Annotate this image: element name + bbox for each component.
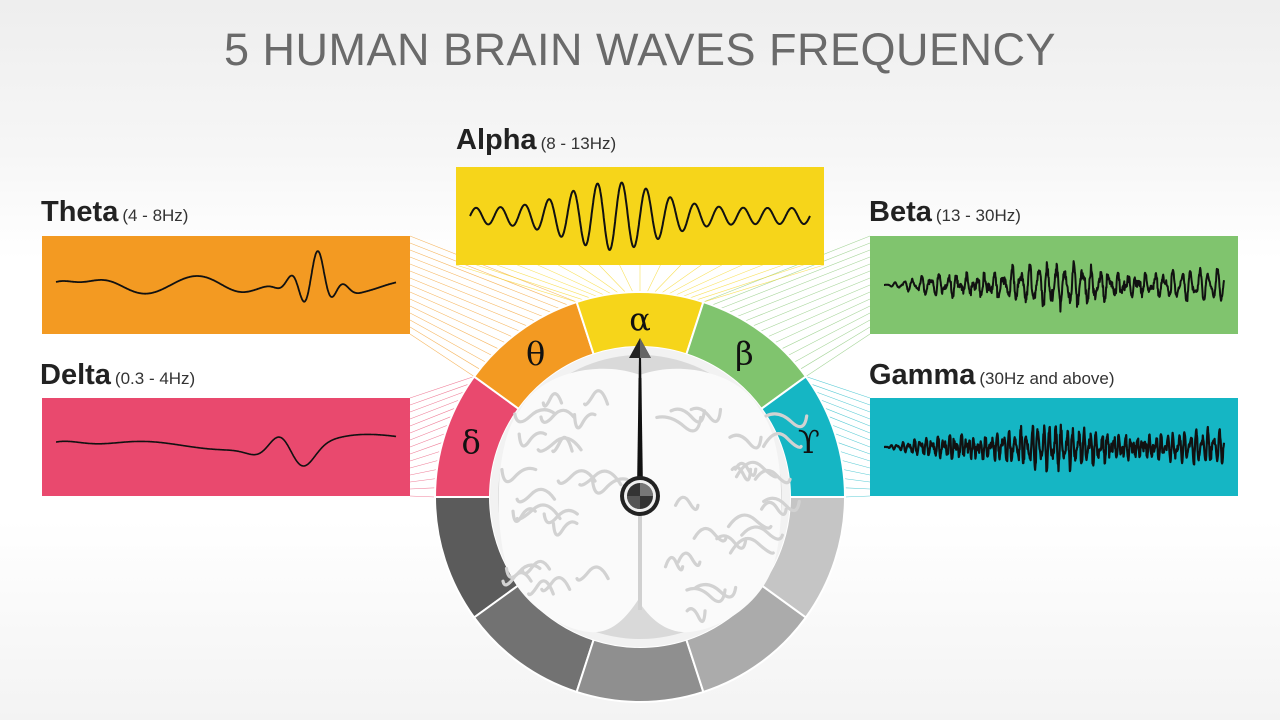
gray-segment <box>685 583 808 694</box>
beta-segment <box>685 300 808 411</box>
beta-label: Beta(13 - 30Hz) <box>869 196 1021 229</box>
beta-waveform <box>883 260 1225 313</box>
delta-range: (0.3 - 4Hz) <box>114 369 196 388</box>
theta-wave-box <box>42 236 410 334</box>
brain-background <box>498 355 782 639</box>
theta-label: Theta(4 - 8Hz) <box>41 196 188 229</box>
theta-symbol: θ <box>526 334 545 372</box>
brain-icon <box>498 368 809 633</box>
gamma-waveform <box>883 423 1226 473</box>
alpha-range: (8 - 13Hz) <box>540 134 617 153</box>
connector-lines <box>409 235 871 498</box>
theta-range: (4 - 8Hz) <box>122 206 189 225</box>
delta-name: Delta <box>40 359 111 391</box>
delta-wave-box <box>42 398 410 496</box>
alpha-waveform <box>469 181 811 251</box>
alpha-symbol: α <box>629 301 651 339</box>
delta-symbol: δ <box>462 423 481 461</box>
theta-waveform <box>55 250 397 303</box>
gray-segment <box>433 496 521 619</box>
gray-segment <box>575 638 705 703</box>
gamma-range: (30Hz and above) <box>979 369 1115 388</box>
gamma-name: Gamma <box>869 359 976 391</box>
gamma-label: Gamma(30Hz and above) <box>869 359 1115 392</box>
theta-segment <box>472 300 595 411</box>
alpha-wave-box <box>456 167 824 265</box>
beta-name: Beta <box>869 196 932 228</box>
gamma-segment <box>759 375 847 498</box>
inner-ring <box>490 347 790 647</box>
gamma-symbol: ϒ <box>798 423 820 461</box>
needle-shaft <box>637 355 643 490</box>
beta-wave-box <box>870 236 1238 334</box>
page-title: 5 HUMAN BRAIN WAVES FREQUENCY <box>223 24 1057 75</box>
dial-ring: δ θ α βϒ <box>433 291 847 703</box>
delta-label: Delta(0.3 - 4Hz) <box>40 359 195 392</box>
brain-shape <box>498 368 782 633</box>
gamma-wave-box <box>870 398 1238 496</box>
needle-hub <box>620 476 660 516</box>
theta-name: Theta <box>41 196 119 228</box>
needle-arrow-icon <box>629 338 651 358</box>
gray-segment <box>759 496 847 619</box>
beta-symbol: β <box>735 334 754 372</box>
needle <box>620 338 660 516</box>
gray-segment <box>472 583 595 694</box>
alpha-name: Alpha <box>456 124 537 156</box>
delta-waveform <box>55 433 397 467</box>
beta-range: (13 - 30Hz) <box>935 206 1021 225</box>
alpha-segment <box>575 291 705 356</box>
alpha-label: Alpha(8 - 13Hz) <box>456 124 616 157</box>
delta-segment <box>433 375 521 498</box>
